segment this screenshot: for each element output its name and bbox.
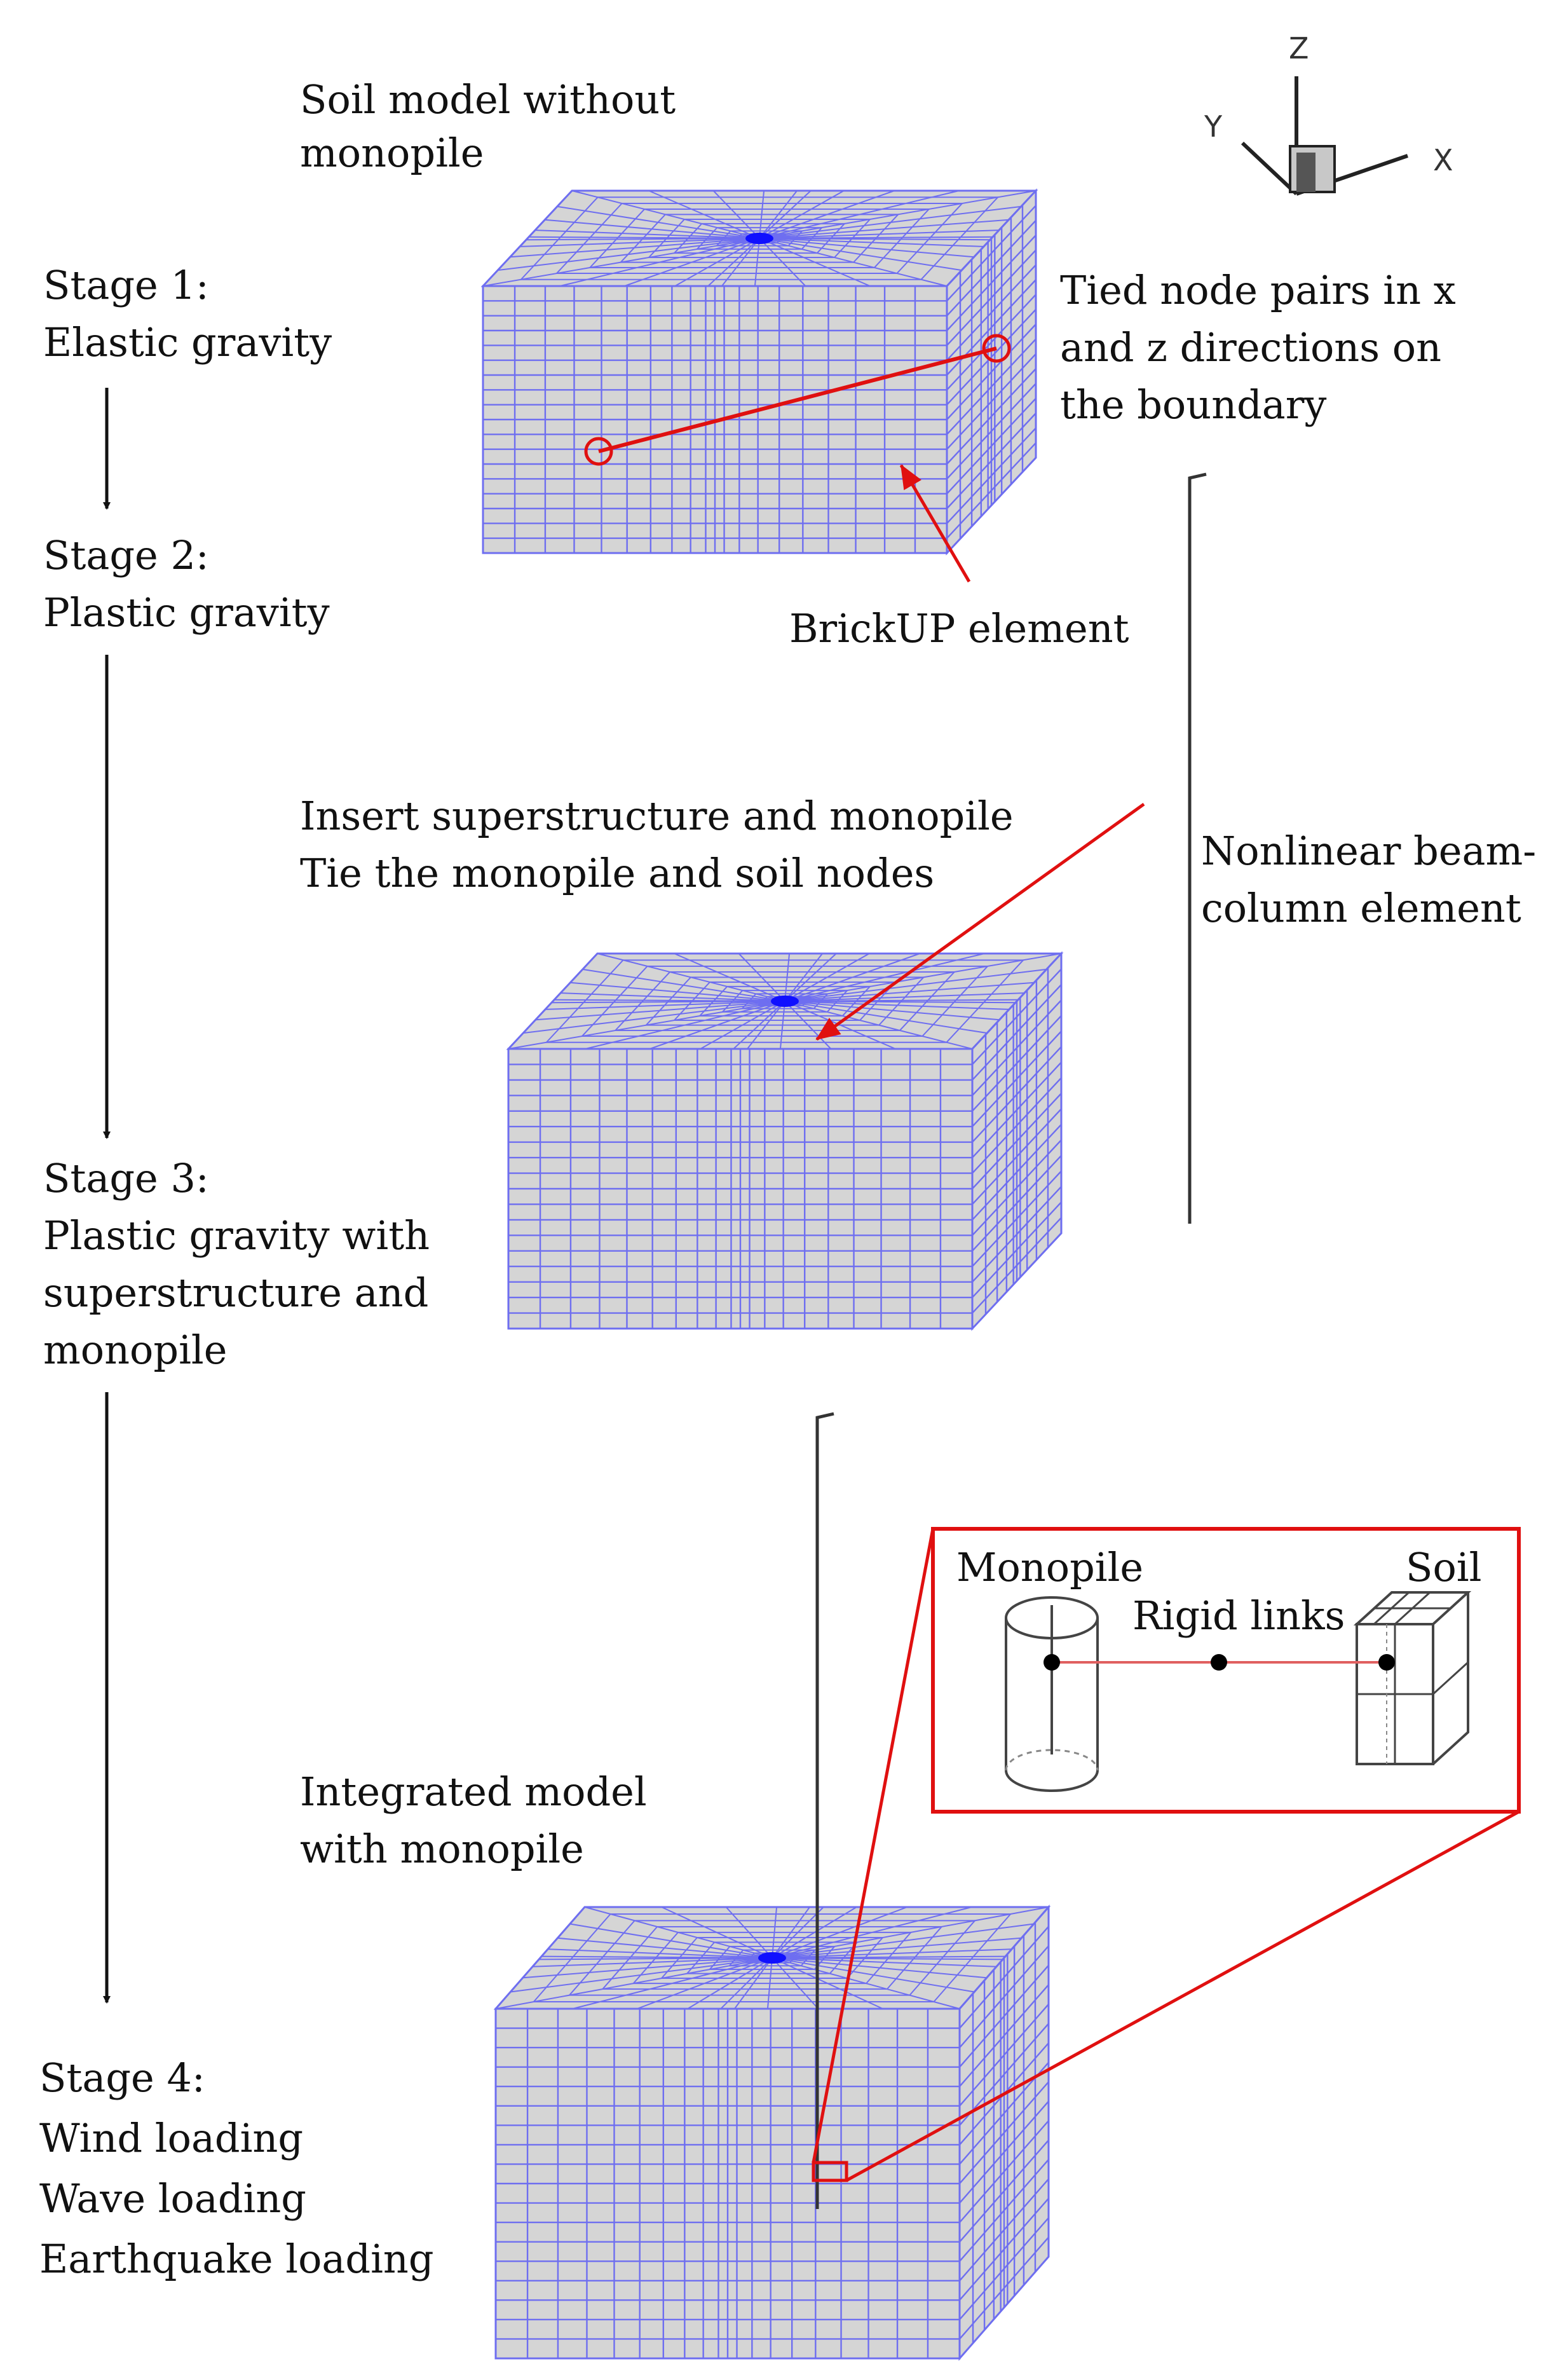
inset-soil-label: Soil bbox=[1406, 1544, 1481, 1590]
svg-text:Plastic gravity with: Plastic gravity with bbox=[43, 1212, 430, 1259]
link-mid-node bbox=[1211, 1654, 1227, 1671]
svg-text:Soil model without: Soil model without bbox=[300, 76, 676, 123]
svg-text:and z directions on: and z directions on bbox=[1060, 324, 1441, 371]
detail-region-marker bbox=[812, 2161, 848, 2182]
svg-text:Tie the monopile and soil node: Tie the monopile and soil nodes bbox=[300, 850, 934, 896]
svg-text:column element: column element bbox=[1201, 885, 1521, 931]
svg-text:Tied node pairs in x: Tied node pairs in x bbox=[1060, 267, 1456, 313]
soil-mesh-stage3 bbox=[506, 951, 1064, 1331]
svg-text:Elastic gravity: Elastic gravity bbox=[43, 319, 332, 366]
zoom-line-left bbox=[812, 1528, 935, 2163]
svg-text:Stage 1:: Stage 1: bbox=[43, 262, 209, 308]
svg-text:Insert superstructure and mono: Insert superstructure and monopile bbox=[300, 793, 1014, 839]
tied-node-left bbox=[584, 437, 613, 466]
stage-4-label: Stage 4: Wind loading Wave loading Earth… bbox=[39, 2055, 434, 2282]
insert-pointer-arrow bbox=[815, 802, 1145, 1041]
monopile-element bbox=[815, 1412, 834, 2209]
soil-element-icon bbox=[1353, 1591, 1472, 1765]
svg-text:Stage 2:: Stage 2: bbox=[43, 532, 209, 578]
tie-line bbox=[598, 346, 997, 453]
y-axis-label: Y bbox=[1204, 109, 1223, 144]
stage-2-label: Stage 2: Plastic gravity bbox=[43, 532, 330, 636]
rigid-link-detail-inset: Monopile Soil Rigid links bbox=[931, 1527, 1521, 1814]
tied-node-right bbox=[982, 334, 1011, 363]
axis-cube-shade bbox=[1296, 153, 1315, 192]
svg-text:Integrated model: Integrated model bbox=[300, 1768, 647, 1815]
stage-3-label: Stage 3: Plastic gravity with superstruc… bbox=[43, 1155, 430, 1373]
brickup-caption: BrickUP element bbox=[789, 605, 1129, 652]
x-axis-label: X bbox=[1433, 143, 1453, 177]
svg-text:Plastic gravity: Plastic gravity bbox=[43, 589, 330, 636]
svg-text:Earthquake loading: Earthquake loading bbox=[39, 2236, 434, 2282]
zoom-line-right bbox=[845, 1810, 1520, 2182]
inset-rigid-links-label: Rigid links bbox=[1132, 1592, 1345, 1639]
soil-mesh-integrated bbox=[493, 1905, 1051, 2361]
axis-triad: Z X Y bbox=[1204, 31, 1453, 196]
tied-node-pair-annotation bbox=[584, 334, 1011, 466]
stage-1-label: Stage 1: Elastic gravity bbox=[43, 262, 332, 366]
svg-text:monopile: monopile bbox=[43, 1327, 227, 1373]
soil-node bbox=[1378, 1654, 1395, 1671]
z-axis-label: Z bbox=[1289, 31, 1309, 65]
tied-node-caption: Tied node pairs in x and z directions on… bbox=[1060, 267, 1456, 428]
monopile-cylinder-icon bbox=[1005, 1596, 1099, 1792]
soil-mesh-stage1 bbox=[480, 188, 1038, 556]
beam-column-caption: Nonlinear beam- column element bbox=[1201, 828, 1536, 931]
svg-text:monopile: monopile bbox=[300, 130, 484, 176]
svg-text:the boundary: the boundary bbox=[1060, 381, 1326, 428]
svg-text:with monopile: with monopile bbox=[300, 1826, 584, 1872]
svg-text:Nonlinear beam-: Nonlinear beam- bbox=[1201, 828, 1536, 874]
y-axis-line bbox=[1241, 141, 1298, 196]
beam-column-element bbox=[1188, 472, 1207, 1224]
integrated-caption: Integrated model with monopile bbox=[300, 1768, 647, 1872]
inset-monopile-label: Monopile bbox=[956, 1544, 1143, 1590]
svg-text:Stage 4:: Stage 4: bbox=[39, 2055, 205, 2101]
svg-text:Wind loading: Wind loading bbox=[39, 2115, 303, 2161]
brickup-pointer-arrow bbox=[899, 464, 971, 583]
svg-text:Wave loading: Wave loading bbox=[39, 2175, 306, 2222]
svg-text:superstructure and: superstructure and bbox=[43, 1269, 428, 1316]
pile-node bbox=[1044, 1654, 1060, 1671]
insert-caption: Insert superstructure and monopile Tie t… bbox=[300, 793, 1014, 896]
soil-model-caption: Soil model without monopile bbox=[300, 76, 676, 176]
svg-text:Stage 3:: Stage 3: bbox=[43, 1155, 209, 1201]
